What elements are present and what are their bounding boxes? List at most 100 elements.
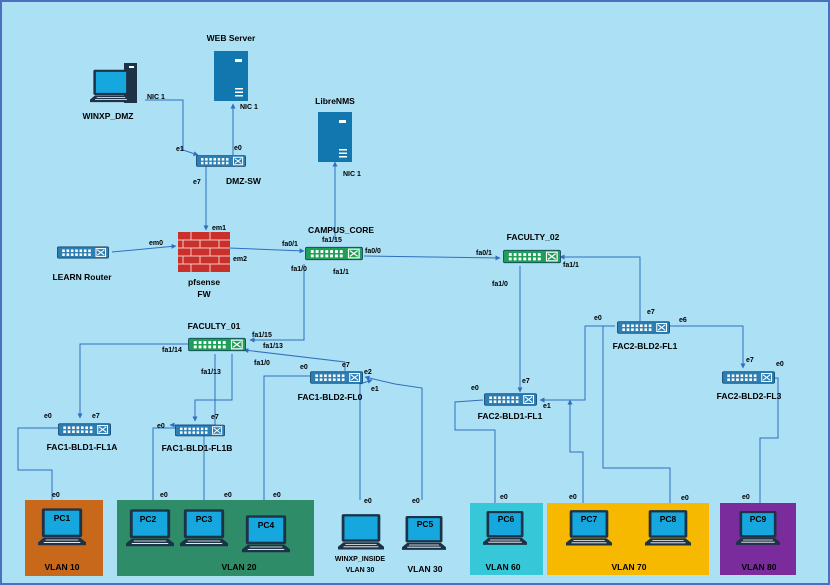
fac1-bld2-fl0-switch-icon[interactable]	[310, 371, 363, 384]
librenms-label: LibreNMS	[315, 96, 355, 106]
pc8-e0-label: e0	[681, 495, 689, 502]
f2b2f1-e6-label: e6	[679, 317, 687, 324]
librenms-nic-label: NIC 1	[343, 171, 361, 178]
learn-router-icon[interactable]	[57, 246, 109, 259]
vlan30-label: VLAN 30	[408, 564, 443, 574]
winxp-dmz-label: WINXP_DMZ	[83, 111, 134, 121]
fac1-bld1-fl1b-switch-icon[interactable]	[175, 424, 225, 437]
f02-fa1-0-label: fa1/0	[492, 281, 508, 288]
winxp-inside-label: WINXP_INSIDE	[335, 556, 386, 563]
f1b2f0-e1-label: e1	[371, 386, 379, 393]
core-fa1-0-label: fa1/0	[291, 266, 307, 273]
winxp-dmz-nic-label: NIC 1	[147, 94, 165, 101]
dmz-e1-label: e1	[176, 146, 184, 153]
dmz-sw-icon[interactable]	[196, 155, 246, 167]
pc1-label: PC1	[54, 513, 71, 523]
core-fa1-1-label: fa1/1	[333, 269, 349, 276]
f1b2f0-e0-label: e0	[300, 364, 308, 371]
fac1-bld2-fl0-label: FAC1-BLD2-FL0	[298, 392, 363, 402]
winxp-inside-icon[interactable]	[338, 513, 384, 551]
fac2-bld2-fl1-label: FAC2-BLD2-FL1	[613, 341, 678, 351]
vlan10-label: VLAN 10	[45, 562, 80, 572]
vlan70-label: VLAN 70	[612, 562, 647, 572]
learn-router-label: LEARN Router	[52, 272, 112, 282]
core-fa0-0-label: fa0/0	[365, 248, 381, 255]
f01-fa1-13-lower-label: fa1/13	[201, 369, 221, 376]
fw-em1-label: em1	[212, 225, 226, 232]
faculty-01-switch-icon[interactable]	[188, 337, 246, 352]
winxp-inside-vlan-label: VLAN 30	[346, 567, 375, 574]
pc1-e0-label: e0	[52, 492, 60, 499]
f1b1b-e7-label: e7	[211, 414, 219, 421]
winxp-inside-e0-label: e0	[364, 498, 372, 505]
fac2-bld2-fl1-switch-icon[interactable]	[617, 321, 670, 334]
f1b1a-e0-label: e0	[44, 413, 52, 420]
pfsense-firewall-icon[interactable]	[178, 232, 230, 272]
pc9-label: PC9	[750, 514, 767, 524]
f1b2f0-e7-label: e7	[342, 362, 350, 369]
pc7-e0-label: e0	[569, 494, 577, 501]
f01-fa1-13-upper-label: fa1/13	[263, 343, 283, 350]
f02-fa1-1-label: fa1/1	[563, 262, 579, 269]
fac2-bld2-fl3-switch-icon[interactable]	[722, 371, 775, 384]
pc6-e0-label: e0	[500, 494, 508, 501]
f01-fa1-14-label: fa1/14	[162, 347, 182, 354]
fw-em2-label: em2	[233, 256, 247, 263]
pc6-label: PC6	[498, 514, 515, 524]
vlan20-label: VLAN 20	[222, 562, 257, 572]
f2b2f3-e0-label: e0	[776, 361, 784, 368]
pc4-e0-label: e0	[273, 492, 281, 499]
pc2-label: PC2	[140, 514, 157, 524]
core-fa1-15-label: fa1/15	[322, 237, 342, 244]
fac2-bld1-fl1-label: FAC2-BLD1-FL1	[478, 411, 543, 421]
f2b2f1-e7-label: e7	[647, 309, 655, 316]
faculty-01-label: FACULTY_01	[188, 321, 241, 331]
f01-fa1-0-label: fa1/0	[254, 360, 270, 367]
campus-core-label: CAMPUS_CORE	[308, 225, 374, 235]
fac2-bld2-fl3-label: FAC2-BLD2-FL3	[717, 391, 782, 401]
pc4-label: PC4	[258, 520, 275, 530]
pc5-e0-label: e0	[412, 498, 420, 505]
f2b1f1-e0-label: e0	[471, 385, 479, 392]
vlan80-label: VLAN 80	[742, 562, 777, 572]
fac1-bld1-fl1a-label: FAC1-BLD1-FL1A	[47, 442, 118, 452]
links	[17, 99, 779, 503]
f2b1f1-e1-label: e1	[543, 403, 551, 410]
pfsense-fw-label: FW	[197, 289, 211, 299]
fw-em0-label: em0	[149, 240, 163, 247]
pc8-label: PC8	[660, 514, 677, 524]
pc5-label: PC5	[417, 519, 434, 529]
vlan60-label: VLAN 60	[486, 562, 521, 572]
web-server-icon[interactable]	[214, 51, 248, 101]
f2b1f1-e7-label: e7	[522, 378, 530, 385]
winxp-dmz-computer-icon[interactable]	[90, 63, 137, 103]
f2b2f3-e7-label: e7	[746, 357, 754, 364]
fac2-bld1-fl1-switch-icon[interactable]	[484, 393, 537, 406]
f2b2f1-e0-label: e0	[594, 315, 602, 322]
web-server-label: WEB Server	[207, 33, 256, 43]
faculty-02-label: FACULTY_02	[507, 232, 560, 242]
f1b2f0-e2-label: e2	[364, 369, 372, 376]
f02-fa0-1-label: fa0/1	[476, 250, 492, 257]
f01-fa1-15-label: fa1/15	[252, 332, 272, 339]
f1b1a-e7-label: e7	[92, 413, 100, 420]
pc7-label: PC7	[581, 514, 598, 524]
pc9-e0-label: e0	[742, 494, 750, 501]
faculty-02-switch-icon[interactable]	[503, 249, 561, 264]
f1b1b-e0-label: e0	[157, 423, 165, 430]
pc2-e0-label: e0	[160, 492, 168, 499]
pc3-e0-label: e0	[224, 492, 232, 499]
pfsense-label: pfsense	[188, 277, 220, 287]
dmz-sw-label: DMZ-SW	[226, 176, 262, 186]
dmz-e7-label: e7	[193, 179, 201, 186]
fac1-bld1-fl1a-switch-icon[interactable]	[58, 423, 111, 436]
librenms-server-icon[interactable]	[318, 112, 352, 162]
web-server-nic-label: NIC 1	[240, 104, 258, 111]
core-fa0-1-label: fa0/1	[282, 241, 298, 248]
campus-core-switch-icon[interactable]	[305, 246, 363, 261]
fac1-bld1-fl1b-label: FAC1-BLD1-FL1B	[162, 443, 233, 453]
